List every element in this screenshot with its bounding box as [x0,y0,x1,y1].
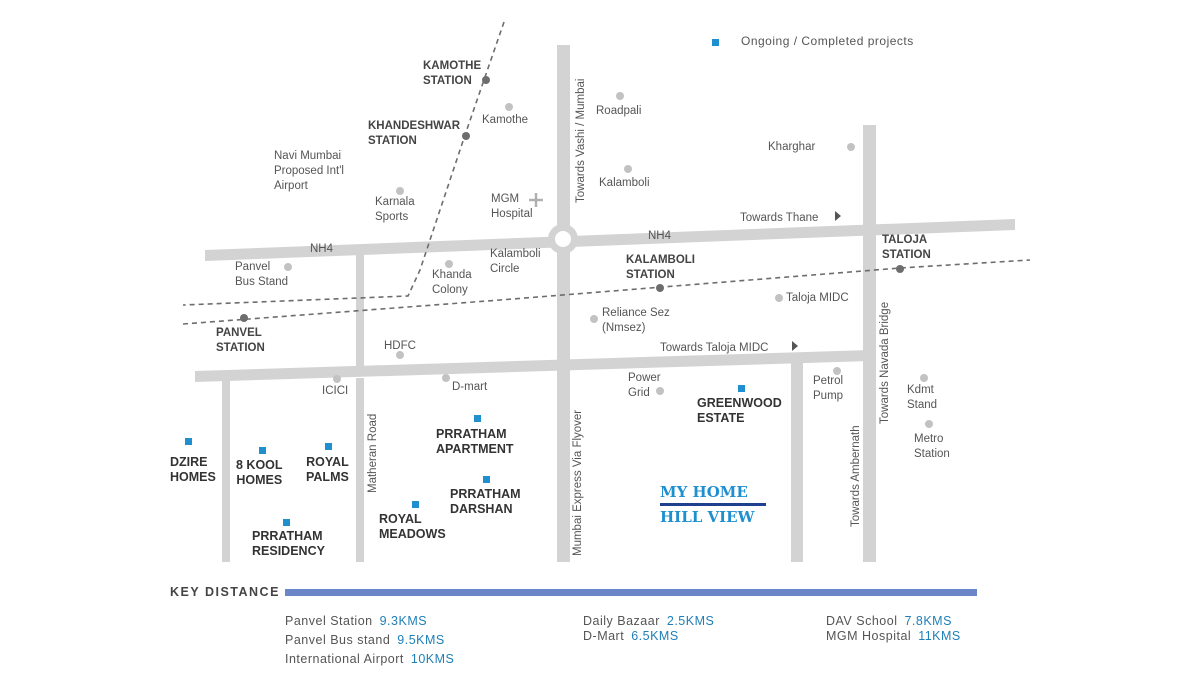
project-marker-dzire [185,438,192,445]
trans-harbour-rail-line [182,259,1031,325]
panvel-link-road [356,250,364,368]
brand-line-1: MY HOME [660,483,748,501]
road-label-nh4-right: NH4 [648,230,672,242]
label-karnala-sports: Karnala Sports [375,196,415,223]
marker-khanda-colony [445,260,453,268]
marker-kdmt-stand [920,374,928,382]
label-khanda-colony: Khanda Colony [432,269,472,296]
taloja-midc-road [195,350,870,382]
key-distance-title: KEY DISTANCE [170,585,280,599]
marker-panvel-bus-stand [284,263,292,271]
side-road-west [222,378,230,562]
label-taloja-midc: Taloja MIDC [786,292,849,304]
road-label-matheran: Matheran Road [367,413,379,493]
project-marker-8-kool [259,447,266,454]
label-petrol-pump: Petrol Pump [813,375,844,402]
label-dmart: D-mart [452,381,488,393]
project-label-royal-meadows: ROYAL MEADOWS [379,512,446,541]
road-label-nh4-left: NH4 [310,243,334,255]
marker-reliance-sez [590,315,598,323]
marker-kamothe [505,103,513,111]
label-taloja-station: TALOJA STATION [882,234,931,261]
marker-hdfc [396,351,404,359]
key-distance-bar [285,589,977,596]
label-kamothe-station: KAMOTHE STATION [423,60,482,87]
nh4-highway [205,219,1015,261]
label-kalamboli-station: KALAMBOLI STATION [626,254,695,281]
label-panvel-station: PANVEL STATION [216,327,265,354]
marker-kalamboli [624,165,632,173]
legend-marker-icon [712,39,719,46]
label-reliance-sez: Reliance Sez (Nmsez) [602,307,670,334]
marker-metro-station [925,420,933,428]
marker-roadpali [616,92,624,100]
marker-petrol-pump [833,367,841,375]
road-label-ambernath: Towards Ambernath [850,425,862,527]
label-khandeshwar-station: KHANDESHWAR STATION [368,120,460,147]
marker-karnala [396,187,404,195]
project-label-royal-palms: ROYAL PALMS [306,455,349,484]
matheran-road [356,378,364,562]
marker-dmart [442,374,450,382]
road-label-expressway: Mumbai Express Via Flyover [572,409,584,556]
label-metro-station: Metro Station [914,433,950,460]
label-mgm-hospital: MGM Hospital [491,193,533,220]
brand-line-2: HILL VIEW [660,508,755,526]
project-marker-royal-meadows [412,501,419,508]
project-marker-prratham-apartment [474,415,481,422]
project-label-greenwood: GREENWOOD ESTATE [697,396,782,425]
vashi-mumbai-road [557,45,570,245]
marker-power-grid [656,387,664,395]
road-label-navada-bridge: Towards Navada Bridge [879,301,891,424]
label-kdmt-stand: Kdmt Stand [907,384,938,411]
label-kalamboli: Kalamboli [599,177,650,189]
label-kamothe: Kamothe [482,114,529,126]
ambernath-road [791,358,803,562]
project-label-dzire: DZIRE HOMES [170,455,216,484]
label-roadpali: Roadpali [596,105,642,117]
label-panvel-bus-stand: Panvel Bus Stand [235,261,289,288]
marker-icici [333,375,341,383]
label-kharghar: Kharghar [768,141,816,153]
project-label-8-kool: 8 KOOL HOMES [236,458,283,487]
project-label-prratham-darshan: PRRATHAM DARSHAN [450,487,521,516]
project-marker-prratham-darshan [483,476,490,483]
label-airport: Navi Mumbai Proposed Int'l Airport [274,150,344,192]
label-kalamboli-circle: Kalamboli Circle [490,248,541,275]
road-label-towards-vashi: Towards Vashi / Mumbai [575,78,587,203]
project-marker-royal-palms [325,443,332,450]
project-label-prratham-residency: PRRATHAM RESIDENCY [252,529,325,558]
legend-label: Ongoing / Completed projects [741,34,914,48]
label-icici: ICICI [322,385,349,397]
my-home-hill-view-logo: MY HOME HILL VIEW [660,483,766,526]
marker-taloja-midc [775,294,783,302]
label-hdfc: HDFC [384,340,416,352]
project-marker-prratham-residency [283,519,290,526]
navada-bridge-road [863,125,876,562]
project-label-prratham-apartment: PRRATHAM APARTMENT [436,427,514,456]
road-label-towards-taloja: Towards Taloja MIDC [660,342,769,354]
road-label-towards-thane: Towards Thane [740,212,819,224]
expressway-road [557,250,570,562]
harbour-rail-line [182,21,505,306]
project-marker-greenwood [738,385,745,392]
label-power-grid: Power Grid [628,372,661,399]
marker-kharghar [847,143,855,151]
